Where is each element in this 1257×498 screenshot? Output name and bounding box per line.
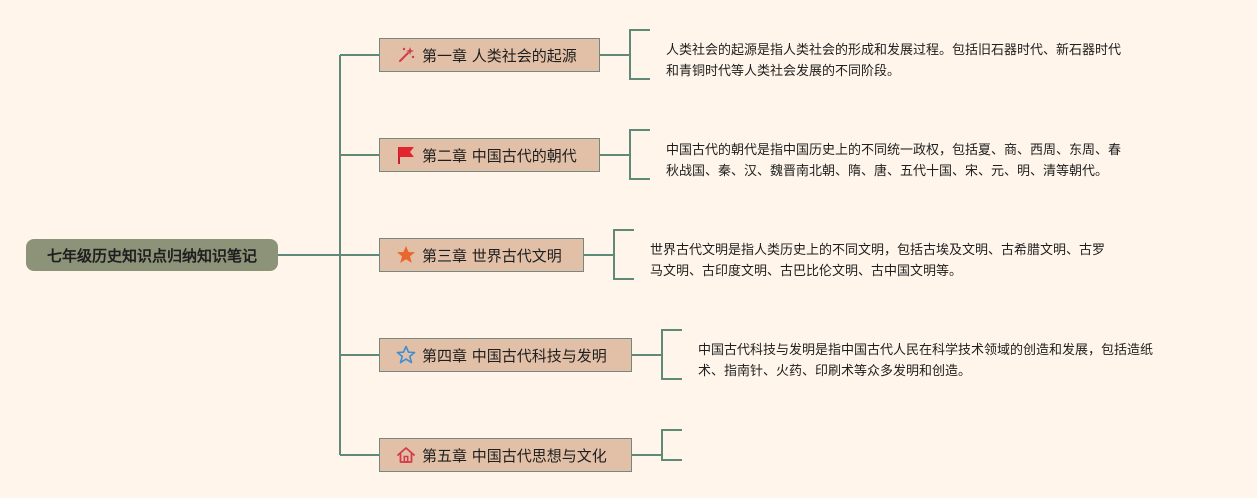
chapter-label-3: 第三章 世界古代文明 — [422, 246, 562, 265]
chapter-desc-2: 中国古代的朝代是指中国历史上的不同统一政权，包括夏、商、西周、东周、春 秋战国、… — [666, 143, 1122, 179]
chapter-node-1[interactable]: 第一章 人类社会的起源 — [379, 38, 600, 72]
chapter-label-4: 第四章 中国古代科技与发明 — [422, 346, 607, 365]
chapter-label-2: 第二章 中国古代的朝代 — [422, 146, 577, 165]
orange-star-icon — [396, 245, 416, 265]
chapter-desc-1: 人类社会的起源是指人类社会的形成和发展过程。包括旧石器时代、新石器时代 和青铜时… — [666, 43, 1122, 79]
chapter-node-3[interactable]: 第三章 世界古代文明 — [379, 238, 584, 272]
chapter-label-5: 第五章 中国古代思想与文化 — [422, 446, 607, 465]
chapter-node-4[interactable]: 第四章 中国古代科技与发明 — [379, 338, 632, 372]
outline-star-icon — [396, 345, 416, 365]
root-topic[interactable]: 七年级历史知识点归纳知识笔记 — [26, 239, 278, 271]
red-flag-icon — [396, 145, 416, 165]
chapter-desc-4: 中国古代科技与发明是指中国古代人民在科学技术领域的创造和发展，包括造纸 术、指南… — [698, 343, 1154, 379]
chapter-node-2[interactable]: 第二章 中国古代的朝代 — [379, 138, 600, 172]
chapter-label-1: 第一章 人类社会的起源 — [422, 46, 577, 65]
chapter-desc-3: 世界古代文明是指人类历史上的不同文明，包括古埃及文明、古希腊文明、古罗 马文明、… — [650, 243, 1106, 279]
root-topic-label: 七年级历史知识点归纳知识笔记 — [46, 246, 257, 265]
sparkle-wand-icon — [396, 45, 416, 65]
chapter-node-5[interactable]: 第五章 中国古代思想与文化 — [379, 438, 632, 472]
home-icon — [396, 445, 416, 465]
